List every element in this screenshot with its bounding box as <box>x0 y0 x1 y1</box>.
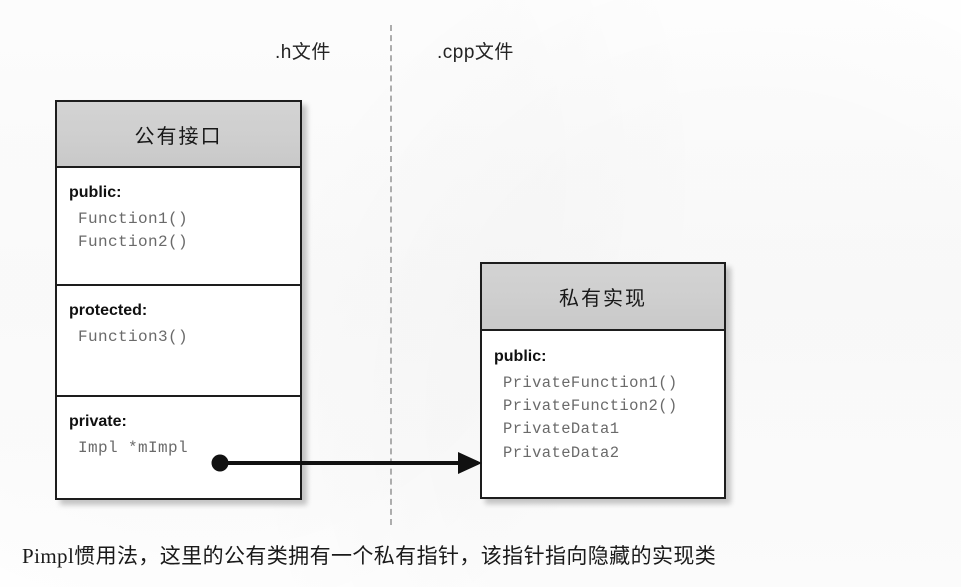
association-arrowhead-icon <box>458 452 482 474</box>
class-section-private: private: Impl *mImpl <box>57 395 300 498</box>
class-member: Function3() <box>78 327 189 346</box>
class-box-private-implementation: 私有实现 public: PrivateFunction1() PrivateF… <box>480 262 726 499</box>
class-section-public: public: PrivateFunction1() PrivateFuncti… <box>482 331 724 499</box>
class-member: Function2() <box>78 232 189 251</box>
access-specifier-protected: protected: <box>69 302 148 319</box>
class-box-public-interface: 公有接口 public: Function1() Function2() pro… <box>55 100 302 500</box>
access-specifier-public: public: <box>69 184 122 201</box>
class-member: Function1() <box>78 209 189 228</box>
class-title-private-implementation: 私有实现 <box>559 288 647 310</box>
class-section-public: public: Function1() Function2() <box>57 168 300 284</box>
figure-caption: Pimpl惯用法，这里的公有类拥有一个私有指针，该指针指向隐藏的实现类 <box>22 544 717 568</box>
access-specifier-public: public: <box>494 348 547 365</box>
class-member: PrivateFunction1() <box>503 373 678 392</box>
access-specifier-private: private: <box>69 413 127 430</box>
column-label-source-file: .cpp文件 <box>437 42 514 63</box>
class-box-header: 私有实现 <box>482 264 724 331</box>
class-box-header: 公有接口 <box>57 102 300 168</box>
class-title-public-interface: 公有接口 <box>134 125 223 148</box>
class-member: PrivateFunction2() <box>503 397 678 416</box>
class-member-impl-pointer: Impl *mImpl <box>78 438 189 457</box>
class-section-protected: protected: Function3() <box>57 284 300 395</box>
file-boundary-dashed-line <box>390 25 392 525</box>
column-label-header-file: .h文件 <box>275 42 331 63</box>
class-member: PrivateData1 <box>503 420 620 439</box>
class-member: PrivateData2 <box>503 443 620 462</box>
